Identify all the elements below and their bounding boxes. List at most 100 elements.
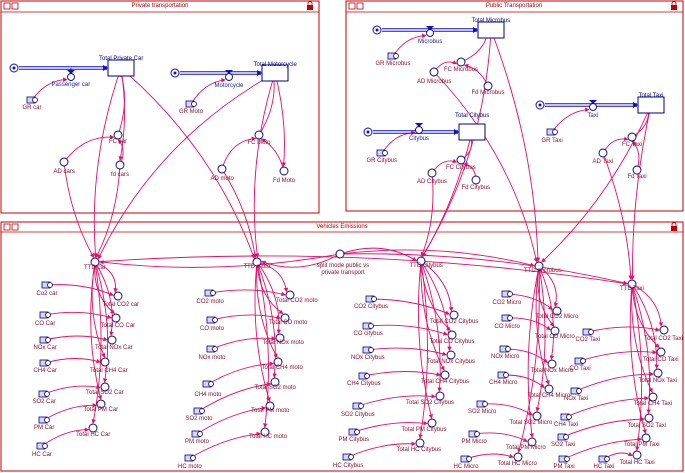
aux-total-nox-citybus[interactable] bbox=[446, 350, 456, 360]
aux-total-so2-car[interactable] bbox=[100, 382, 110, 392]
shadow-var-ch4-micro[interactable] bbox=[497, 371, 509, 379]
shadow-var-co2-citybus[interactable] bbox=[365, 295, 377, 303]
shadow-var-co2-taxi[interactable] bbox=[582, 328, 594, 336]
shadow-var-gr-moto[interactable] bbox=[185, 100, 197, 108]
aux-total-so2-moto[interactable] bbox=[270, 377, 280, 387]
shadow-var-nox-micro[interactable] bbox=[499, 345, 511, 353]
shadow-var-pm-micro[interactable] bbox=[468, 430, 480, 438]
aux-total-hc-micro[interactable] bbox=[513, 452, 523, 462]
aux-total-hc-taxi[interactable] bbox=[632, 450, 642, 460]
aux-total-nox-moto[interactable] bbox=[275, 333, 285, 343]
shadow-var-gr-taxi[interactable] bbox=[546, 128, 558, 136]
aux-ttd-citybus[interactable] bbox=[416, 256, 426, 266]
shadow-var-so2-taxi[interactable] bbox=[557, 433, 569, 441]
panel-lock-icon[interactable] bbox=[671, 1, 677, 11]
aux-total-co2-taxi[interactable] bbox=[659, 325, 669, 335]
aux-fd-taxi[interactable] bbox=[632, 165, 642, 175]
aux-ad-citybus[interactable] bbox=[427, 168, 437, 178]
stock-total-private-car[interactable] bbox=[107, 59, 135, 77]
aux-total-pm-taxi[interactable] bbox=[641, 433, 651, 443]
shadow-var-ch4-moto[interactable] bbox=[202, 380, 214, 388]
aux-split-mode[interactable] bbox=[335, 249, 345, 259]
shadow-var-hc-taxi[interactable] bbox=[598, 455, 610, 463]
shadow-var-so2-car[interactable] bbox=[38, 390, 50, 398]
flow-citybus[interactable] bbox=[415, 123, 423, 134]
aux-total-hc-citybus[interactable] bbox=[415, 438, 425, 448]
aux-total-co-moto[interactable] bbox=[280, 313, 290, 323]
aux-fc-microbus[interactable] bbox=[456, 57, 466, 67]
aux-total-so2-taxi[interactable] bbox=[644, 413, 654, 423]
aux-fc-car[interactable] bbox=[113, 130, 123, 140]
shadow-var-nox-car[interactable] bbox=[39, 336, 51, 344]
stock-total-taxi[interactable] bbox=[637, 96, 665, 114]
shadow-var-ch4-car[interactable] bbox=[39, 359, 51, 367]
aux-total-pm-moto[interactable] bbox=[265, 401, 275, 411]
aux-ad-taxi[interactable] bbox=[598, 148, 608, 158]
flow-passenger-car[interactable] bbox=[67, 70, 75, 81]
aux-total-co-citybus[interactable] bbox=[447, 330, 457, 340]
aux-total-so2-micro[interactable] bbox=[532, 411, 542, 421]
shadow-var-co-taxi[interactable] bbox=[574, 357, 586, 365]
panel-minimize-icon[interactable] bbox=[348, 2, 356, 10]
aux-total-co-micro[interactable] bbox=[550, 326, 560, 336]
aux-total-co2-car[interactable] bbox=[113, 291, 123, 301]
aux-fd-cars[interactable] bbox=[115, 160, 125, 170]
shadow-var-hc-citybus[interactable] bbox=[342, 453, 354, 461]
flow-microbus[interactable] bbox=[426, 26, 434, 37]
aux-fd-microbus[interactable] bbox=[483, 81, 493, 91]
aux-total-pm-citybus[interactable] bbox=[427, 418, 437, 428]
aux-total-nox-micro[interactable] bbox=[547, 359, 557, 369]
aux-total-nox-taxi[interactable] bbox=[653, 368, 663, 378]
aux-ad-cars[interactable] bbox=[59, 157, 69, 167]
stock-total-citybus[interactable] bbox=[458, 123, 486, 141]
shadow-var-pm-citybus[interactable] bbox=[348, 428, 360, 436]
flow-motorcycle[interactable] bbox=[225, 70, 233, 81]
aux-ad-moto[interactable] bbox=[217, 164, 227, 174]
shadow-var-ch4-taxi[interactable] bbox=[560, 413, 572, 421]
shadow-var-nox-taxi[interactable] bbox=[570, 387, 582, 395]
shadow-var-pm-car[interactable] bbox=[38, 416, 50, 424]
aux-total-ch4-car[interactable] bbox=[100, 357, 110, 367]
aux-total-co2-moto[interactable] bbox=[285, 290, 295, 300]
shadow-var-co2-moto[interactable] bbox=[204, 289, 216, 297]
aux-ttd-moto[interactable] bbox=[252, 257, 262, 267]
aux-total-hc-car[interactable] bbox=[88, 423, 98, 433]
shadow-var-co-micro[interactable] bbox=[501, 314, 513, 322]
shadow-var-hc-moto[interactable] bbox=[184, 454, 196, 462]
aux-total-hc-moto[interactable] bbox=[260, 427, 270, 437]
panel-expand-icon[interactable] bbox=[11, 223, 19, 231]
aux-total-nox-car[interactable] bbox=[107, 335, 117, 345]
aux-fd-moto[interactable] bbox=[279, 166, 289, 176]
aux-total-ch4-moto[interactable] bbox=[273, 357, 283, 367]
shadow-var-co2-micro[interactable] bbox=[501, 290, 513, 298]
panel-minimize-icon[interactable] bbox=[3, 2, 11, 10]
shadow-var-co-car[interactable] bbox=[39, 311, 51, 319]
aux-total-co-car[interactable] bbox=[111, 313, 121, 323]
shadow-var-so2-moto[interactable] bbox=[193, 407, 205, 415]
aux-ttd-microbus[interactable] bbox=[534, 261, 544, 271]
shadow-var-nox-moto[interactable] bbox=[206, 345, 218, 353]
aux-total-ch4-micro[interactable] bbox=[544, 384, 554, 394]
stock-total-microbus[interactable] bbox=[477, 21, 505, 39]
shadow-var-ch4-citybus[interactable] bbox=[358, 372, 370, 380]
panel-minimize-icon[interactable] bbox=[3, 223, 11, 231]
shadow-var-gr-microbus[interactable] bbox=[387, 52, 399, 60]
shadow-var-hc-car[interactable] bbox=[36, 442, 48, 450]
aux-ttd-car[interactable] bbox=[90, 257, 100, 267]
shadow-var-co-moto[interactable] bbox=[206, 316, 218, 324]
panel-expand-icon[interactable] bbox=[356, 2, 364, 10]
aux-ttd-taxi[interactable] bbox=[627, 279, 637, 289]
shadow-var-so2-micro[interactable] bbox=[476, 400, 488, 408]
shadow-var-co2-car[interactable] bbox=[41, 281, 53, 289]
shadow-var-pm-moto[interactable] bbox=[191, 430, 203, 438]
stock-total-motorcycle[interactable] bbox=[261, 64, 289, 82]
aux-ad-microbus[interactable] bbox=[429, 67, 439, 77]
aux-total-co2-citybus[interactable] bbox=[449, 310, 459, 320]
aux-total-so2-citybus[interactable] bbox=[435, 391, 445, 401]
shadow-var-co-citybus[interactable] bbox=[362, 322, 374, 330]
aux-total-ch4-taxi[interactable] bbox=[648, 392, 658, 402]
aux-fc-taxi[interactable] bbox=[627, 132, 637, 142]
aux-total-co-taxi[interactable] bbox=[656, 347, 666, 357]
aux-fd-citybus[interactable] bbox=[471, 175, 481, 185]
shadow-var-pm-taxi[interactable] bbox=[558, 455, 570, 463]
